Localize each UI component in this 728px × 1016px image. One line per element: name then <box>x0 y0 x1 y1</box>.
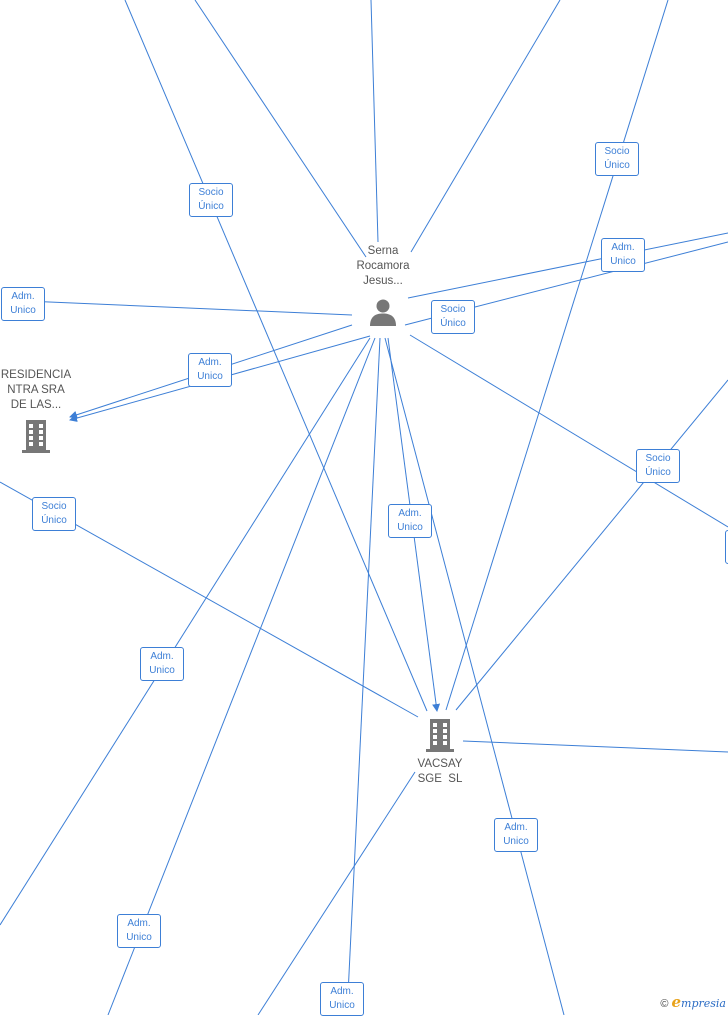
person-name-line: Jesus... <box>363 275 403 287</box>
relation-label[interactable]: Adm.Unico <box>494 818 538 852</box>
edge <box>124 0 428 712</box>
relation-label[interactable]: Adm.Unico <box>388 504 432 538</box>
empresia-watermark: © empresia <box>660 993 726 1011</box>
person-node[interactable]: Serna Rocamora Jesus... <box>333 244 433 327</box>
person-icon <box>370 299 396 326</box>
company-name-line: NTRA SRA <box>7 384 65 396</box>
company-name-line: SGE SL <box>417 773 463 785</box>
edge <box>384 337 565 1015</box>
edge <box>107 337 376 1015</box>
edge <box>346 337 381 1015</box>
edge <box>370 0 379 243</box>
company-name-line: DE LAS... <box>10 399 62 411</box>
edge <box>455 379 728 711</box>
relation-label[interactable]: Adm.Unico <box>1 287 45 321</box>
edge <box>407 232 728 299</box>
edge <box>445 0 669 711</box>
edge <box>0 337 371 926</box>
edge <box>410 0 561 253</box>
relation-label-partial[interactable] <box>725 530 728 564</box>
person-name-line: Rocamora <box>356 260 410 272</box>
edge <box>462 740 728 753</box>
edge <box>409 334 728 528</box>
relation-label[interactable]: Adm.Unico <box>601 238 645 272</box>
relation-label[interactable]: Adm.Unico <box>140 647 184 681</box>
edge <box>25 300 353 316</box>
empresia-logo: empresia <box>671 993 726 1011</box>
company-name-line: VACSAY <box>417 758 463 770</box>
building-icon <box>22 420 50 453</box>
relation-label[interactable]: Adm.Unico <box>320 982 364 1016</box>
edge <box>194 0 367 258</box>
building-icon <box>426 719 454 752</box>
edge <box>257 771 416 1015</box>
company-node-vacsay[interactable]: VACSAY SGE SL <box>402 716 478 787</box>
copyright-symbol: © <box>660 998 669 1010</box>
relation-label[interactable]: Adm.Unico <box>117 914 161 948</box>
relation-label[interactable]: Adm.Unico <box>188 353 232 387</box>
company-name-line: RESIDENCIA <box>0 369 72 381</box>
person-name-line: Serna <box>367 245 399 257</box>
company-node-residencia[interactable]: RESIDENCIA NTRA SRA DE LAS... <box>0 368 74 454</box>
